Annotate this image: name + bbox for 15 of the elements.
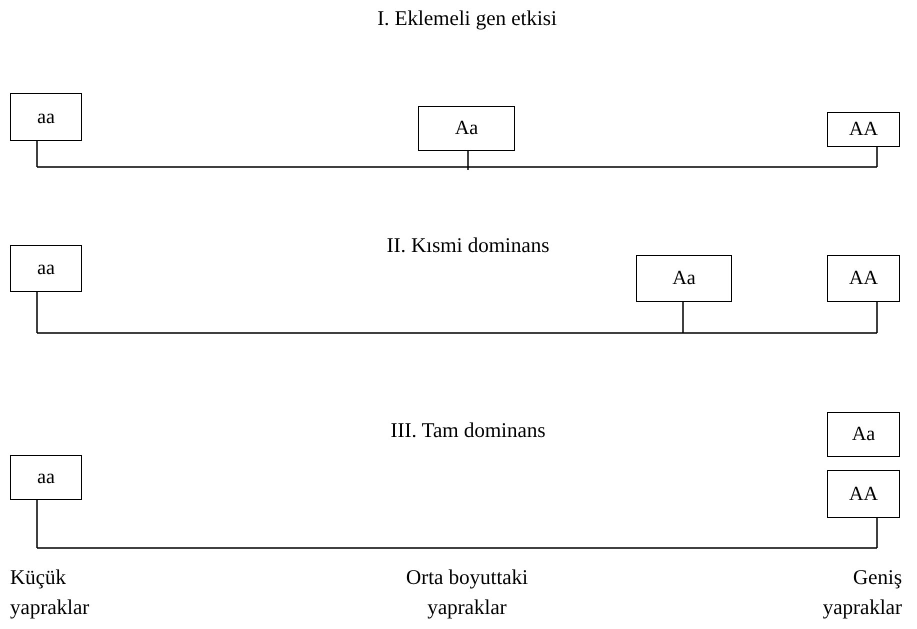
- axis-label: Küçük yapraklar: [10, 564, 90, 621]
- section-title: III. Tam dominans: [390, 418, 546, 443]
- genotype-box: aa: [10, 455, 82, 500]
- genotype-box: AA: [827, 112, 900, 147]
- genotype-box: AA: [827, 255, 900, 302]
- section-title: I. Eklemeli gen etkisi: [377, 6, 557, 31]
- genotype-box: AA: [827, 470, 900, 518]
- genotype-box: aa: [10, 245, 82, 292]
- genotype-box: Aa: [636, 255, 732, 302]
- genotype-box: Aa: [827, 412, 900, 457]
- axis-label: Geniş yapraklar: [822, 564, 902, 621]
- genotype-box: Aa: [418, 106, 515, 151]
- section-title: II. Kısmi dominans: [386, 233, 550, 258]
- genotype-box: aa: [10, 93, 82, 141]
- axis-label: Orta boyuttaki yapraklar: [405, 564, 529, 621]
